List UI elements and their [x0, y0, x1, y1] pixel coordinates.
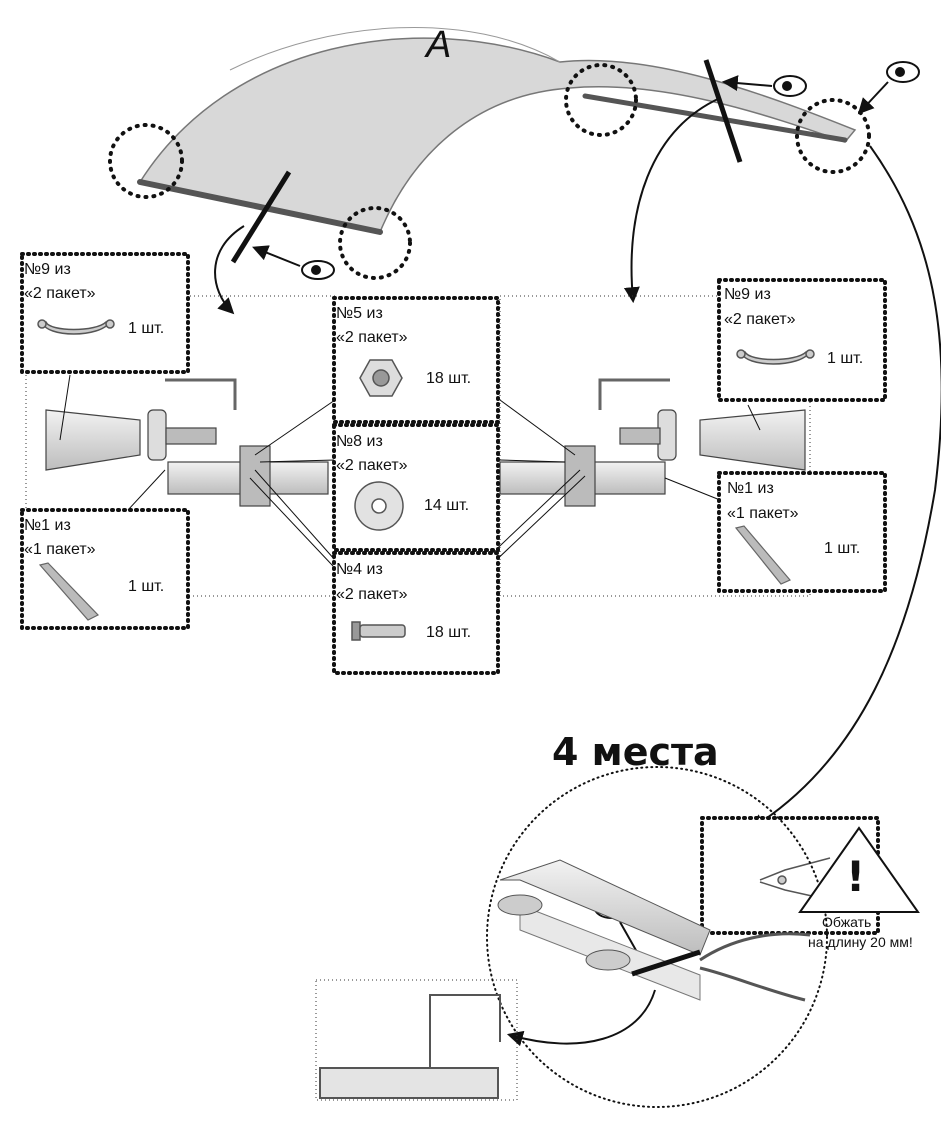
nut-icon	[359, 359, 403, 397]
part-label-line2: «2 пакет»	[24, 285, 96, 302]
part-qty: 1 шт.	[824, 540, 861, 557]
profile-icon	[38, 562, 99, 621]
warning-line1: Обжать	[822, 914, 872, 930]
warning-mark: !	[846, 852, 866, 901]
part-qty: 1 шт.	[128, 320, 165, 337]
handle-icon	[37, 319, 115, 335]
right-section-view	[499, 378, 806, 507]
detail-zoom	[486, 766, 828, 1108]
section-cuts	[230, 59, 743, 264]
part-qty: 18 шт.	[426, 624, 472, 641]
parts-callouts	[20, 252, 887, 935]
part-label-line2: «2 пакет»	[336, 586, 408, 603]
corner-markers	[108, 63, 871, 280]
part-label-line2: «1 пакет»	[727, 505, 799, 522]
washer-icon	[354, 481, 404, 531]
leader-lines	[59, 374, 761, 567]
left-section-view	[45, 378, 329, 507]
places-count-heading: 4 места	[552, 730, 719, 774]
canopy-illustration	[137, 27, 857, 235]
part-label-line2: «2 пакет»	[336, 329, 408, 346]
part-label-line1: №1 из	[24, 517, 71, 534]
handle-icon	[736, 349, 815, 365]
part-qty: 1 шт.	[827, 350, 864, 367]
part-label-line2: «1 пакет»	[24, 541, 96, 558]
part-label-line1: №9 из	[724, 286, 771, 303]
part-label-line1: №5 из	[336, 305, 383, 322]
part-label-line1: №9 из	[24, 261, 71, 278]
part-label-line2: «2 пакет»	[724, 311, 796, 328]
part-label-line2: «2 пакет»	[336, 457, 408, 474]
eye-icon	[252, 245, 335, 280]
warning-triangle	[798, 826, 920, 913]
flow-arrows	[214, 97, 941, 1047]
eye-icon	[721, 75, 807, 97]
profile-icon	[734, 525, 791, 585]
eye-icon	[857, 61, 920, 115]
part-qty: 18 шт.	[426, 370, 472, 387]
bolt-icon	[351, 621, 406, 641]
canopy-label: A	[426, 24, 452, 66]
warning-line2: на длину 20 мм!	[808, 934, 913, 950]
bent-profile-detail	[319, 994, 501, 1099]
part-qty: 1 шт.	[128, 578, 165, 595]
part-label-line1: №4 из	[336, 561, 383, 578]
part-qty: 14 шт.	[424, 497, 470, 514]
part-label-line1: №8 из	[336, 433, 383, 450]
part-label-line1: №1 из	[727, 480, 774, 497]
